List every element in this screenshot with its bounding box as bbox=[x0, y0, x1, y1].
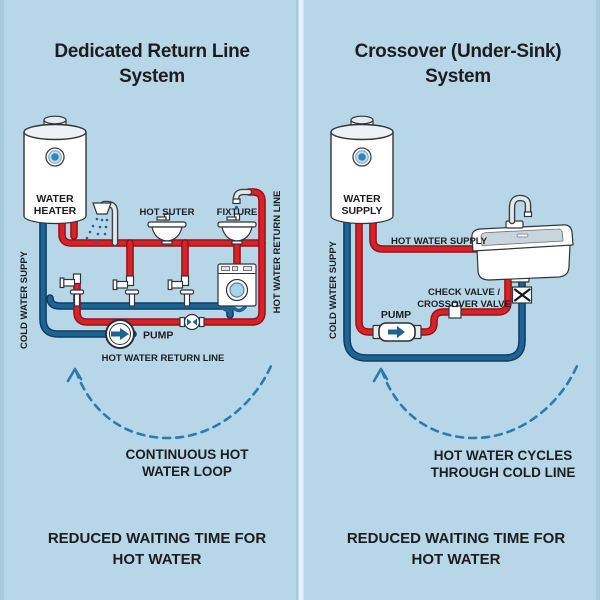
cold-water-supply-pipe bbox=[43, 210, 247, 334]
water-heater-icon: WATER HEATER bbox=[23, 115, 87, 225]
right-panel: Crossover (Under-Sink) System WATER SUPP… bbox=[328, 41, 579, 568]
hot-supply-label: HOT WATER SUPPLY bbox=[391, 236, 488, 247]
loop-arrowhead-icon bbox=[372, 367, 389, 383]
left-panel: Dedicated Return Line System WATER HEATE… bbox=[19, 41, 283, 568]
return-valve-icon bbox=[179, 313, 205, 331]
right-title-line1: Crossover (Under-Sink) bbox=[355, 41, 562, 62]
crossover-valve-icon bbox=[511, 286, 533, 304]
right-cold-supply-vlabel: COLD WATER SUPPY bbox=[328, 240, 339, 339]
right-footer-line2: HOT WATER bbox=[412, 551, 501, 568]
right-footer-line1: REDUCED WAITING TIME FOR bbox=[347, 530, 565, 547]
right-loop-caption-line1: HOT WATER CYCLES bbox=[434, 448, 573, 463]
fixture-faucet-icon bbox=[232, 192, 249, 210]
left-edge-shade bbox=[0, 0, 4, 600]
valve-label-line1: CHECK VALVE / bbox=[428, 287, 500, 298]
washing-machine-icon bbox=[217, 263, 257, 307]
shower-icon bbox=[85, 203, 115, 243]
right-title-line2: System bbox=[425, 66, 491, 87]
water-supply-tank-icon: WATER SUPPLY bbox=[330, 115, 394, 225]
right-pump-label: PUMP bbox=[381, 309, 411, 321]
shower-spray-icon bbox=[85, 217, 109, 243]
left-loop-caption-line2: WATER LOOP bbox=[142, 464, 232, 479]
sink-faucet-icon bbox=[505, 198, 533, 229]
left-footer-line1: REDUCED WAITING TIME FOR bbox=[48, 530, 266, 547]
washer-hose-icon bbox=[219, 304, 247, 313]
check-valve-icon bbox=[448, 301, 462, 319]
left-heater-label-line1: WATER bbox=[36, 193, 74, 205]
sink1-label: HOT SUTER bbox=[140, 207, 195, 218]
loop-arrowhead-icon bbox=[66, 367, 83, 383]
divider-shadow bbox=[296, 0, 299, 600]
left-title-line2: System bbox=[119, 66, 185, 87]
return-vertical-label: HOT WATER RETURN LINE bbox=[272, 191, 283, 314]
left-pump-label: PUMP bbox=[143, 330, 173, 342]
left-loop-arrow bbox=[66, 364, 273, 440]
sink2-label: FIXTURE bbox=[217, 207, 258, 218]
right-edge-shade bbox=[596, 0, 600, 600]
return-line-label: HOT WATER RETURN LINE bbox=[102, 353, 225, 364]
inline-pump-icon bbox=[372, 322, 422, 342]
left-cold-supply-vlabel: COLD WATER SUPPY bbox=[19, 250, 30, 349]
left-footer-line2: HOT WATER bbox=[113, 551, 202, 568]
left-loop-caption-line1: CONTINUOUS HOT bbox=[126, 447, 250, 462]
left-title-line1: Dedicated Return Line bbox=[54, 41, 249, 62]
pump-icon bbox=[105, 319, 135, 349]
right-loop-caption-line2: THROUGH COLD LINE bbox=[431, 465, 576, 480]
kitchen-sink-icon bbox=[471, 198, 574, 283]
panel-divider bbox=[298, 0, 304, 600]
right-heater-label-line1: WATER bbox=[343, 193, 381, 205]
right-loop-arrow bbox=[372, 364, 579, 440]
left-heater-label-line2: HEATER bbox=[34, 205, 77, 217]
right-heater-label-line2: SUPPLY bbox=[341, 205, 382, 217]
valve-label-line2: CROSSOVER VALVE bbox=[417, 299, 511, 310]
